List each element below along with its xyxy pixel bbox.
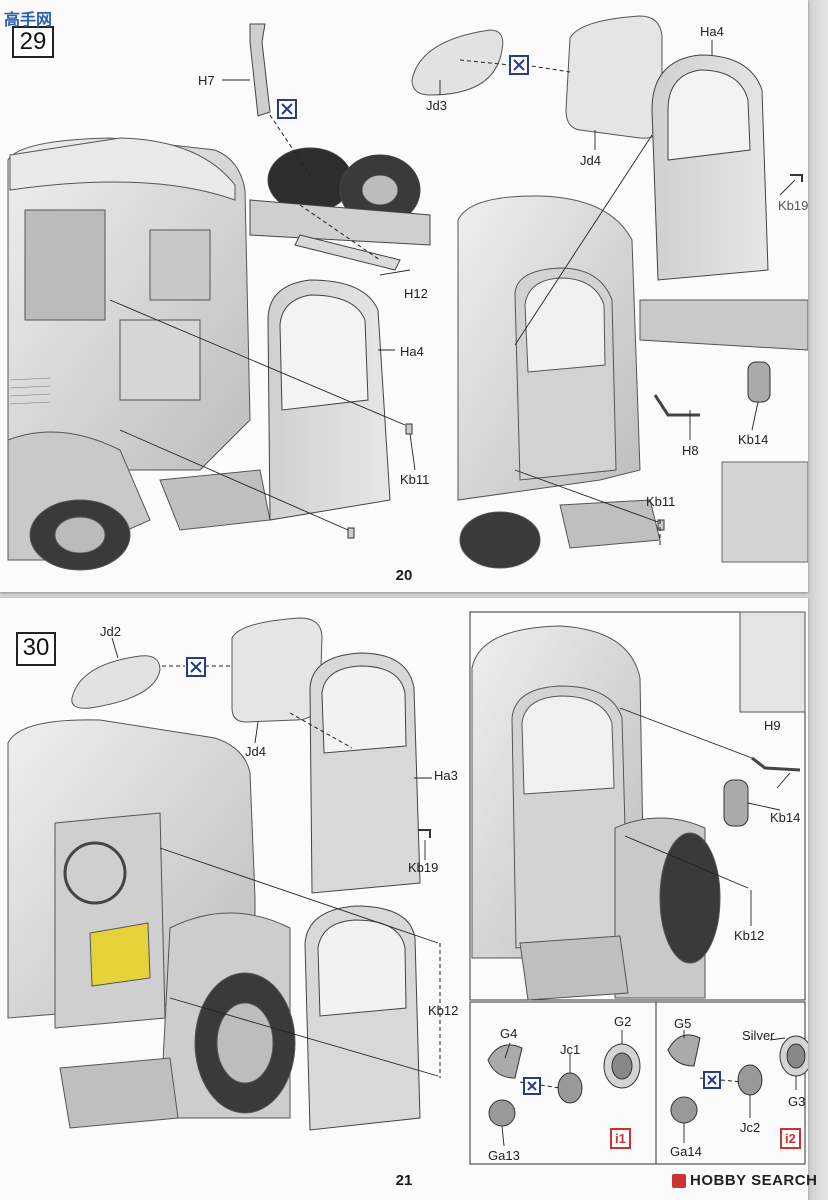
label-h9: H9 (764, 718, 781, 733)
label-g4: G4 (500, 1026, 518, 1041)
step-number-box: 29 (12, 26, 54, 58)
label-jd4: Jd4 (580, 153, 601, 168)
label-kb19: Kb19 (778, 198, 809, 213)
inset-tag-i2: i2 (780, 1128, 801, 1149)
truck-cab-right (457, 195, 808, 569)
inset-frame-i2 (655, 1001, 806, 1165)
attach-symbol-5 (703, 1071, 721, 1089)
label-silver: Silver (742, 1028, 775, 1043)
part-kb11-c (657, 519, 665, 531)
part-kb14 (747, 361, 771, 403)
label-ga13: Ga13 (488, 1148, 520, 1163)
part-kb19-top (790, 174, 803, 182)
part-h7 (249, 23, 271, 117)
part-ha4-door-top (651, 54, 769, 281)
step-number-box: 30 (16, 632, 56, 666)
label-ha4-top: Ha4 (700, 24, 724, 39)
label-kb12-left: Kb12 (428, 1003, 459, 1018)
part-ha4-door-mid (267, 279, 391, 521)
label-ga14: Ga14 (670, 1144, 702, 1159)
truck-cab-left (7, 137, 271, 571)
part-h8 (653, 394, 700, 417)
label-h7: H7 (198, 73, 215, 88)
label-h12: H12 (404, 286, 428, 301)
part-kb11-a (405, 423, 413, 435)
hobbysearch-text: HOBBY SEARCH (690, 1172, 818, 1189)
label-jd4: Jd4 (245, 744, 266, 759)
label-jc1: Jc1 (560, 1042, 581, 1057)
label-ha3: Ha3 (434, 768, 458, 783)
instruction-page-21: 30 Jd2 Jd4 Ha3 Kb19 Kb12 H9 Kb14 Kb12 G4… (0, 598, 808, 1200)
instruction-page-20: 29 H7 Jd3 Ha4 Jd4 Kb19 H12 Ha4 H8 Kb14 K… (0, 0, 808, 592)
leader-lines-30 (111, 637, 797, 1147)
part-jd3 (411, 29, 504, 96)
part-jd4-top (565, 15, 663, 139)
watermark-top-logo: 高手网 (4, 6, 70, 29)
truck-cab-right-30 (471, 625, 721, 1001)
attach-symbol-1 (277, 99, 297, 119)
label-jd2: Jd2 (100, 624, 121, 639)
highlight-panel (89, 922, 151, 987)
detail-frame-right (469, 611, 806, 1001)
attach-symbol-3 (186, 657, 206, 677)
page-spine-edge (808, 0, 828, 1200)
part-jd2 (71, 655, 161, 709)
label-g5: G5 (674, 1016, 692, 1031)
inset-i1-parts (487, 1043, 641, 1127)
label-g3: G3 (788, 1094, 806, 1109)
label-kb11-right: Kb11 (646, 494, 676, 509)
truck-cab-left-30 (7, 719, 296, 1129)
label-jc2: Jc2 (740, 1120, 761, 1135)
part-door-lower (304, 905, 421, 1131)
hobbysearch-logo-icon (672, 1173, 686, 1188)
label-kb11-left: Kb11 (400, 472, 430, 487)
inset-tag-i1: i1 (610, 1128, 631, 1149)
page-number: 21 (395, 1172, 413, 1189)
part-ha3-door (309, 652, 421, 894)
watermark-top-text: 高手网 (4, 10, 53, 29)
leader-lines (109, 40, 796, 531)
label-g2: G2 (614, 1014, 632, 1029)
label-jd3: Jd3 (426, 98, 447, 113)
attach-symbol-2 (509, 55, 529, 75)
part-jd4 (231, 617, 323, 723)
label-kb12-right: Kb12 (734, 928, 765, 943)
part-kb14 (723, 779, 749, 827)
part-h9 (751, 756, 801, 772)
label-kb14: Kb14 (738, 432, 769, 447)
attach-symbol-4 (523, 1077, 541, 1095)
part-kb19 (418, 829, 431, 838)
page-number: 20 (395, 567, 413, 584)
label-kb14: Kb14 (770, 810, 801, 825)
label-kb19: Kb19 (408, 860, 439, 875)
step-29-illustration (7, 15, 808, 571)
step-30-illustration (7, 611, 808, 1165)
chassis-and-spare-wheel (249, 147, 431, 271)
label-ha4-mid: Ha4 (400, 344, 424, 359)
detail-closeup (739, 611, 806, 713)
inset-i2-parts (667, 1034, 808, 1124)
part-kb11-b (347, 527, 355, 539)
watermark-hobbysearch: HOBBY SEARCH (672, 1172, 817, 1189)
dashed-guides (269, 59, 661, 545)
label-h8: H8 (682, 443, 699, 458)
